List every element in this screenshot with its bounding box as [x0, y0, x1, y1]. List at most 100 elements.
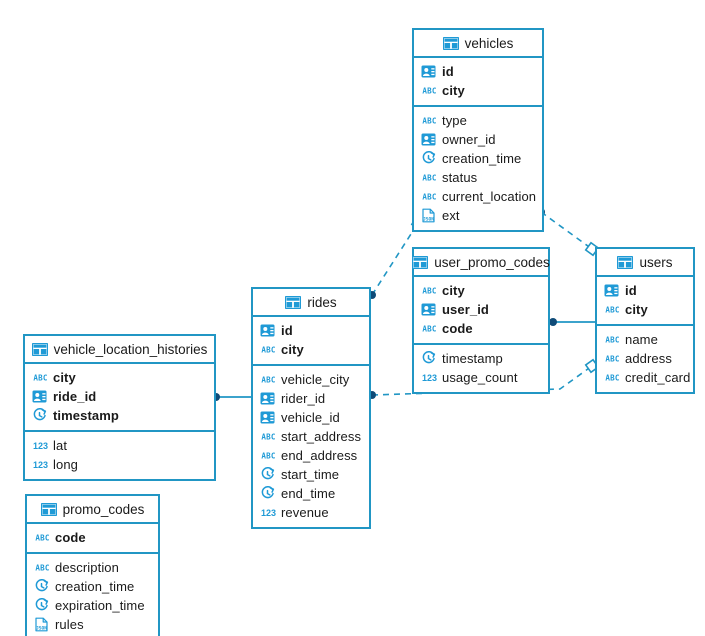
relationship-vehicle-location-histories-to-rides[interactable]	[212, 393, 251, 401]
field-row[interactable]: id	[597, 281, 693, 300]
filled-circle-marker	[549, 318, 557, 326]
field-row[interactable]: start_time	[253, 465, 369, 484]
field-row[interactable]: end_time	[253, 484, 369, 503]
field-row[interactable]: vehicle_id	[253, 408, 369, 427]
field-row[interactable]: creation_time	[27, 577, 158, 596]
field-name: long	[53, 457, 78, 472]
id-card-icon	[604, 283, 619, 298]
relationship-line	[540, 211, 593, 250]
svg-text:ABC: ABC	[422, 325, 437, 334]
svg-text:ABC: ABC	[605, 355, 620, 364]
svg-text:ABC: ABC	[605, 336, 620, 345]
id-card-icon	[260, 391, 275, 406]
entity-title: rides	[307, 294, 337, 310]
relationship-user-promo-codes-to-users[interactable]	[549, 318, 595, 326]
table-grid-icon	[412, 255, 429, 269]
field-name: expiration_time	[55, 598, 145, 613]
field-row[interactable]: ride_id	[25, 387, 214, 406]
field-row[interactable]: 123 usage_count	[414, 368, 548, 387]
field-row[interactable]: owner_id	[414, 130, 542, 149]
abc-text-icon: ABC	[421, 113, 436, 128]
abc-text-icon: ABC	[421, 321, 436, 336]
field-name: ext	[442, 208, 460, 223]
entity-header-promo_codes[interactable]: promo_codes	[27, 496, 158, 524]
field-name: type	[442, 113, 467, 128]
field-row[interactable]: ABC type	[414, 111, 542, 130]
entity-header-rides[interactable]: rides	[253, 289, 369, 317]
svg-text:123: 123	[261, 508, 276, 518]
field-row[interactable]: creation_time	[414, 149, 542, 168]
entity-header-user_promo_codes[interactable]: user_promo_codes	[412, 249, 550, 277]
field-name: end_time	[281, 486, 336, 501]
svg-text:ABC: ABC	[422, 87, 437, 96]
entity-title: user_promo_codes	[434, 254, 550, 270]
field-row[interactable]: 123 long	[25, 455, 214, 474]
field-row[interactable]: timestamp	[25, 406, 214, 425]
entity-header-vehicles[interactable]: vehicles	[414, 30, 542, 58]
json-document-icon: JSON	[34, 617, 49, 632]
field-row[interactable]: timestamp	[414, 349, 548, 368]
svg-text:123: 123	[422, 373, 437, 383]
table-grid-icon	[442, 36, 459, 50]
field-row[interactable]: user_id	[414, 300, 548, 319]
abc-text-icon: ABC	[421, 283, 436, 298]
svg-text:123: 123	[33, 441, 48, 451]
svg-text:ABC: ABC	[35, 564, 50, 573]
field-row[interactable]: id	[253, 321, 369, 340]
abc-text-icon: ABC	[421, 170, 436, 185]
clock-icon	[421, 151, 436, 166]
table-grid-icon	[617, 255, 634, 269]
abc-text-icon: ABC	[421, 83, 436, 98]
svg-text:ABC: ABC	[261, 346, 276, 355]
field-row[interactable]: JSON ext	[414, 206, 542, 225]
field-row[interactable]: id	[414, 62, 542, 81]
field-row[interactable]: ABC city	[253, 340, 369, 359]
field-name: end_address	[281, 448, 358, 463]
json-document-icon: JSON	[421, 208, 436, 223]
field-row[interactable]: expiration_time	[27, 596, 158, 615]
field-name: id	[442, 64, 454, 79]
attribute-section: timestamp 123 usage_count	[414, 345, 548, 392]
field-row[interactable]: rider_id	[253, 389, 369, 408]
field-name: city	[281, 342, 304, 357]
entity-header-vehicle_location_histories[interactable]: vehicle_location_histories	[25, 336, 214, 364]
entity-title: promo_codes	[62, 501, 145, 517]
field-name: timestamp	[53, 408, 119, 423]
entity-title: vehicles	[464, 35, 514, 51]
abc-text-icon: ABC	[604, 302, 619, 317]
entity-header-users[interactable]: users	[597, 249, 693, 277]
clock-icon	[34, 598, 49, 613]
svg-text:ABC: ABC	[605, 306, 620, 315]
svg-text:123: 123	[33, 460, 48, 470]
field-name: user_id	[442, 302, 489, 317]
table-grid-icon	[285, 295, 302, 309]
field-name: usage_count	[442, 370, 518, 385]
